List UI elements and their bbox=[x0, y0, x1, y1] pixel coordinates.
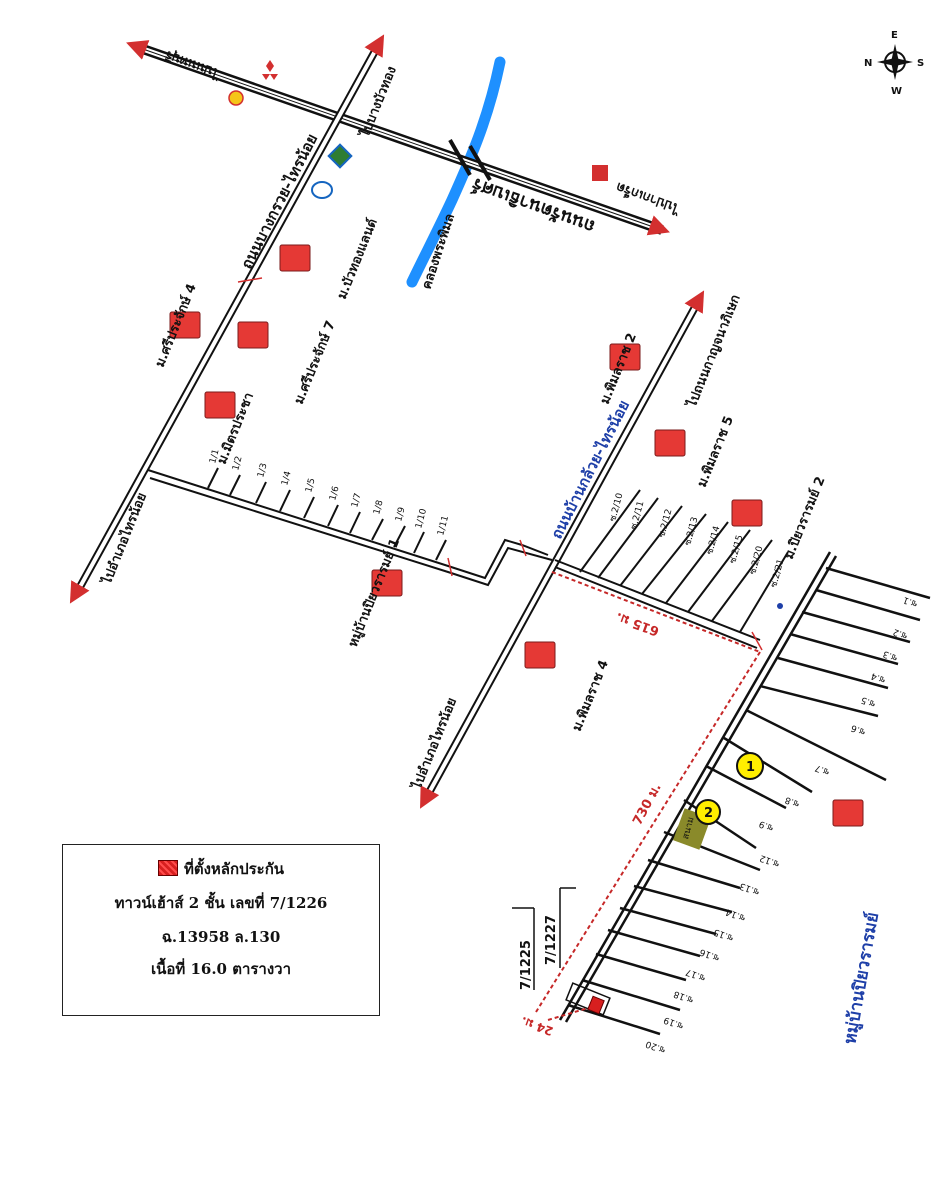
esso-icon bbox=[311, 181, 333, 199]
left-soi-network bbox=[147, 467, 553, 587]
svg-text:1/3: 1/3 bbox=[256, 462, 269, 479]
svg-text:ซ.2/12: ซ.2/12 bbox=[657, 508, 674, 539]
svg-text:1/5: 1/5 bbox=[304, 477, 317, 494]
svg-text:ซ.2: ซ.2 bbox=[892, 626, 909, 640]
collateral-swatch-icon bbox=[157, 860, 178, 876]
collateral-location bbox=[565, 982, 611, 1016]
svg-text:1/11: 1/11 bbox=[436, 515, 451, 537]
svg-text:ซ.14: ซ.14 bbox=[724, 906, 747, 922]
mid-soi-network bbox=[554, 489, 789, 649]
village-label-8: ม.พิมลราช 4 bbox=[570, 658, 612, 733]
right-soi-labels: ซ.1 ซ.2 ซ.3 ซ.4 ซ.5 ซ.6 ซ.7 ซ.8 ซ.9 ซ.12… bbox=[644, 594, 919, 1054]
marker-1: 1 bbox=[736, 752, 764, 780]
dir-nonthaburi: ไปนนทบุรี bbox=[163, 47, 224, 83]
village-label-9: หมู่บ้านปิยวรารมย์ bbox=[839, 911, 884, 1046]
village-label-6: ม.ปิยวรารมย์ 2 bbox=[781, 474, 829, 561]
rattanathibet-road bbox=[126, 40, 670, 236]
plot-numbers: 7/1225 7/1227 bbox=[512, 887, 576, 990]
svg-text:1/4: 1/4 bbox=[280, 470, 293, 487]
svg-text:ซ.13: ซ.13 bbox=[738, 880, 761, 896]
svg-text:ซ.19: ซ.19 bbox=[662, 1014, 685, 1030]
svg-text:ซ.8: ซ.8 bbox=[784, 794, 801, 809]
compass-w: W bbox=[891, 86, 902, 97]
svg-text:ซ.6: ซ.6 bbox=[850, 722, 867, 737]
legend-box: ที่ตั้งหลักประกัน ทาวน์เฮ้าส์ 2 ชั้น เลข… bbox=[62, 844, 380, 1016]
makro-icon bbox=[592, 165, 608, 181]
legend-title-row: ที่ตั้งหลักประกัน bbox=[63, 857, 379, 881]
svg-text:1/1: 1/1 bbox=[208, 448, 221, 465]
canal bbox=[406, 56, 506, 288]
compass-e: E bbox=[891, 30, 898, 41]
legend-line3: เนื้อที่ 16.0 ตารางวา bbox=[150, 960, 292, 978]
village-label-0: ม.บัวทองแลนด์ bbox=[334, 216, 381, 301]
svg-text:1: 1 bbox=[746, 760, 755, 775]
svg-text:ซ.7: ซ.7 bbox=[814, 762, 831, 776]
svg-text:ซ.18: ซ.18 bbox=[672, 988, 695, 1004]
distance-730: 730 ม. bbox=[630, 781, 664, 828]
svg-text:2: 2 bbox=[704, 806, 713, 821]
legend-line1: ทาวน์เฮ้าส์ 2 ชั้น เลขที่ 7/1226 bbox=[114, 894, 328, 912]
svg-text:ซ.4: ซ.4 bbox=[870, 670, 887, 685]
svg-text:ซ.17: ซ.17 bbox=[684, 966, 707, 982]
distance-24: 24 ม. bbox=[519, 1014, 555, 1039]
svg-text:ซ.2/13: ซ.2/13 bbox=[683, 516, 700, 547]
svg-text:ซ.20: ซ.20 bbox=[644, 1038, 667, 1054]
svg-text:ซ.15: ซ.15 bbox=[712, 926, 735, 942]
compass-icon: N E S W bbox=[864, 30, 924, 97]
distance-615: 615 ม. bbox=[614, 609, 662, 639]
svg-text:1/2: 1/2 bbox=[231, 455, 244, 472]
plot-7-1227: 7/1227 bbox=[544, 915, 559, 965]
svg-text:ซ.3: ซ.3 bbox=[882, 648, 899, 662]
distance-lines bbox=[535, 571, 761, 1021]
svg-text:ซ.2/20: ซ.2/20 bbox=[748, 545, 765, 576]
plot-7-1225: 7/1225 bbox=[519, 940, 534, 990]
marker-2: 2 bbox=[695, 799, 721, 825]
road-label-bankluay: ถนนบ้านกล้วย-ไทรน้อย bbox=[547, 397, 633, 542]
svg-text:ซ.2/21: ซ.2/21 bbox=[769, 558, 786, 589]
svg-text:1/6: 1/6 bbox=[328, 485, 341, 502]
svg-text:ซ.2/10: ซ.2/10 bbox=[608, 492, 625, 523]
svg-text:ซ.5: ซ.5 bbox=[860, 694, 877, 708]
svg-text:ซ.16: ซ.16 bbox=[698, 946, 721, 962]
svg-text:ซ.9: ซ.9 bbox=[758, 818, 775, 833]
bangkruai-sainoi-road bbox=[69, 34, 385, 604]
shell-icon bbox=[228, 90, 244, 106]
svg-text:1/8: 1/8 bbox=[372, 499, 385, 516]
road-hatches bbox=[237, 277, 763, 651]
legend-line2: ฉ.13958 ล.130 bbox=[161, 928, 281, 946]
compass-n: N bbox=[864, 58, 872, 69]
bankluay-sainoi-road bbox=[420, 290, 705, 809]
svg-text:ซ.2/15: ซ.2/15 bbox=[728, 534, 745, 565]
left-soi-labels: 1/1 1/2 1/3 1/4 1/5 1/6 1/7 1/8 1/9 1/10… bbox=[208, 448, 451, 537]
svg-text:1/9: 1/9 bbox=[394, 506, 407, 523]
svg-text:ซ.12: ซ.12 bbox=[758, 852, 781, 868]
svg-text:1/7: 1/7 bbox=[350, 492, 363, 509]
ptt-icon bbox=[327, 143, 353, 169]
bridge-icon bbox=[448, 139, 492, 182]
svg-text:ซ.2/14: ซ.2/14 bbox=[705, 525, 722, 556]
village-icons bbox=[169, 244, 864, 827]
mitsubishi-icon bbox=[262, 60, 278, 80]
svg-text:1/10: 1/10 bbox=[414, 507, 429, 529]
village-label-5: ม.พิมลราช 5 bbox=[695, 414, 737, 489]
compass-s: S bbox=[917, 58, 924, 69]
svg-text:ซ.1: ซ.1 bbox=[902, 594, 919, 608]
legend-title: ที่ตั้งหลักประกัน bbox=[183, 860, 285, 878]
village-label-2: ม.ศรีประจักษ์ 7 bbox=[291, 318, 339, 406]
